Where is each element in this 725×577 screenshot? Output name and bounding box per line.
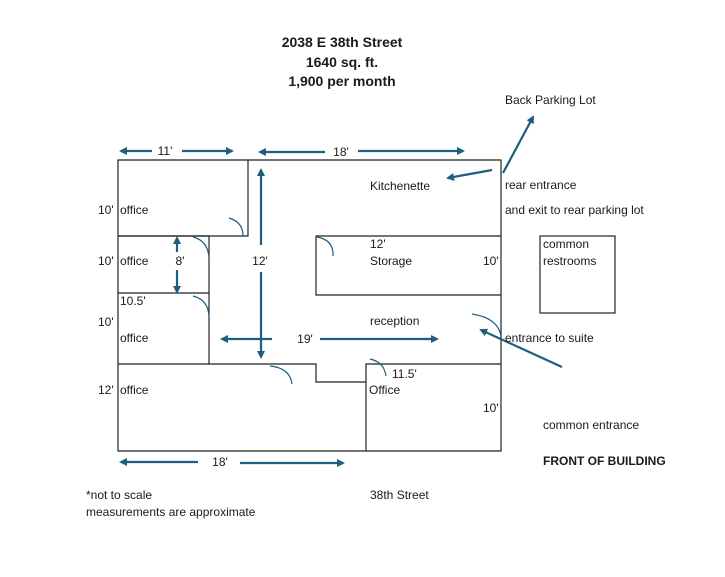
restrooms-box bbox=[539, 235, 616, 314]
label-back-parking: Back Parking Lot bbox=[505, 93, 596, 107]
office-2-wall bbox=[118, 235, 210, 294]
dim-storage: 12' bbox=[370, 237, 386, 251]
dim-bottom: 18' bbox=[212, 455, 228, 469]
dim-office-front-height: 10' bbox=[483, 401, 499, 415]
room-office-3: office bbox=[120, 331, 149, 345]
door-swing-office-1 bbox=[228, 217, 244, 237]
room-office-4: office bbox=[120, 383, 149, 397]
title-rent: 1,900 per month bbox=[288, 73, 395, 89]
arrow-back-parking bbox=[502, 115, 534, 174]
arrow-kitchenette bbox=[446, 168, 493, 181]
dim-top-left: 11' bbox=[158, 144, 173, 158]
storage-wall bbox=[315, 235, 501, 296]
door-swing-front-office bbox=[369, 358, 387, 377]
dim-office-4-side: 12' bbox=[98, 383, 114, 397]
dim-storage-right: 10' bbox=[483, 254, 499, 268]
title-area: 1640 sq. ft. bbox=[306, 54, 378, 70]
outer-wall bbox=[117, 159, 502, 452]
room-office-1: office bbox=[120, 203, 149, 217]
room-office-2: office bbox=[120, 254, 149, 268]
room-office-front: Office bbox=[369, 383, 400, 397]
door-swing-suite bbox=[471, 313, 502, 337]
arrows bbox=[119, 115, 563, 467]
door-swing-office-2 bbox=[192, 236, 210, 261]
dim-office-front: 11.5' bbox=[392, 367, 417, 381]
room-restrooms-2: restrooms bbox=[543, 254, 596, 268]
walls bbox=[117, 159, 616, 452]
dim-hall: 12' bbox=[252, 254, 268, 268]
door-swing-office-3 bbox=[192, 295, 210, 319]
dim-office-2: 8' bbox=[176, 254, 185, 268]
note-approx: measurements are approximate bbox=[86, 505, 256, 519]
dim-reception: 19' bbox=[297, 332, 313, 346]
dim-top-right: 18' bbox=[333, 145, 349, 159]
title-address: 2038 E 38th Street bbox=[282, 34, 403, 50]
door-swings bbox=[192, 217, 502, 385]
room-storage: Storage bbox=[370, 254, 412, 268]
office-1-wall bbox=[118, 160, 249, 237]
label-common-entrance: common entrance bbox=[543, 418, 639, 432]
arrow-suite-entrance bbox=[479, 328, 563, 369]
note-scale: *not to scale bbox=[86, 488, 152, 502]
label-rear-entrance: rear entrance bbox=[505, 178, 577, 192]
label-street: 38th Street bbox=[370, 488, 429, 502]
dim-office-2-side: 10' bbox=[98, 254, 114, 268]
room-restrooms-1: common bbox=[543, 237, 589, 251]
dim-office-3-side: 10' bbox=[98, 315, 114, 329]
room-reception: reception bbox=[370, 314, 419, 328]
room-kitchenette: Kitchenette bbox=[370, 179, 430, 193]
door-swing-corridor bbox=[269, 365, 293, 385]
corridor-wall bbox=[209, 363, 501, 383]
label-rear-exit: and exit to rear parking lot bbox=[505, 203, 644, 217]
label-entrance-suite: entrance to suite bbox=[505, 331, 594, 345]
dim-office-1-side: 10' bbox=[98, 203, 114, 217]
label-front-of-building: FRONT OF BUILDING bbox=[543, 454, 666, 468]
dim-office-3: 10.5' bbox=[120, 294, 146, 308]
door-swing-storage bbox=[316, 236, 334, 257]
